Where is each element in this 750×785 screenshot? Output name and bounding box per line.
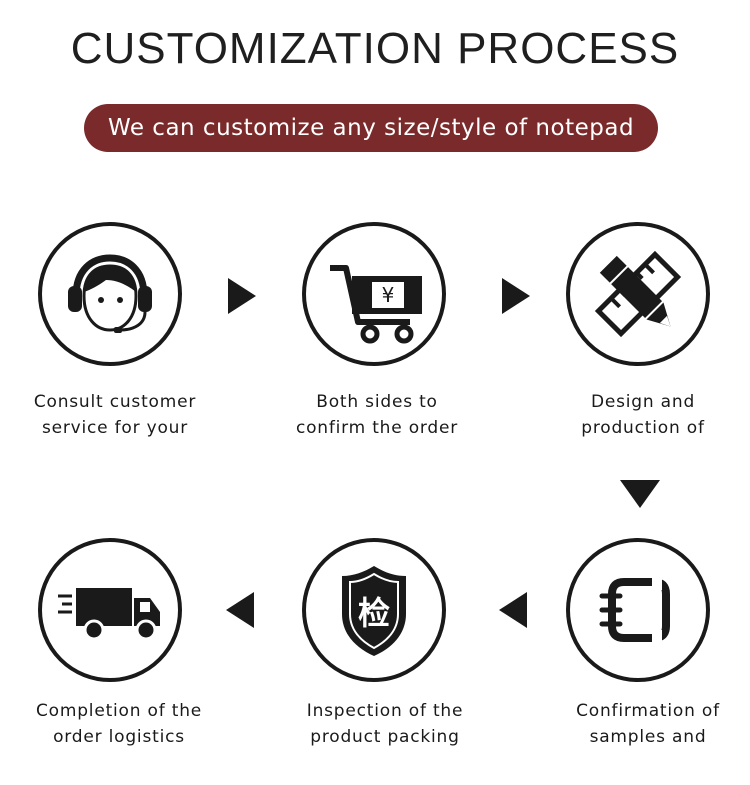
step-3-label: Design and production of: [528, 389, 750, 441]
step-4-line-2: samples and: [589, 727, 707, 747]
inspection-badge-text: 检: [358, 594, 390, 632]
step-5-line-2: product packing: [310, 727, 460, 747]
step-6-label: Completion of the order logistics: [4, 698, 234, 750]
step-4-line-1: Confirmation of: [576, 701, 720, 721]
cart-symbol: ¥: [382, 283, 395, 307]
step-3-line-1: Design and: [590, 392, 696, 412]
step-1-label: Consult customer service for your: [0, 389, 230, 441]
step-1-line-1: Consult customer: [33, 392, 197, 412]
step-2-circle: ¥: [302, 222, 446, 366]
subtitle-banner: We can customize any size/style of notep…: [84, 104, 658, 152]
delivery-truck-icon: [58, 588, 160, 641]
step-5-label: Inspection of the product packing: [270, 698, 500, 750]
step-1-circle: [38, 222, 182, 366]
arrow-down-icon: [620, 480, 660, 508]
step-5-circle: 检: [302, 538, 446, 682]
headset-agent-icon: [68, 254, 152, 333]
step-4-circle: [566, 538, 710, 682]
step-6-line-2: order logistics: [53, 727, 185, 747]
arrow-right-icon: [502, 278, 530, 314]
step-6-line-1: Completion of the: [35, 701, 203, 721]
ruler-pencil-icon: [594, 250, 682, 338]
notebook-icon: [599, 576, 670, 644]
shopping-cart-icon: ¥: [330, 265, 422, 344]
step-2-line-1: Both sides to: [316, 392, 438, 412]
arrow-left-icon: [499, 592, 527, 628]
step-1-line-2: service for your: [41, 418, 189, 438]
step-5-line-1: Inspection of the: [306, 701, 464, 721]
page-title: CUSTOMIZATION PROCESS: [70, 24, 680, 73]
step-6-circle: [38, 538, 182, 682]
step-3-circle: [566, 222, 710, 366]
arrow-left-icon: [226, 592, 254, 628]
step-4-label: Confirmation of samples and: [533, 698, 750, 750]
step-2-line-2: confirm the order: [295, 418, 459, 438]
inspection-shield-icon: 检: [342, 566, 406, 656]
step-2-label: Both sides to confirm the order: [262, 389, 492, 441]
step-3-line-2: production of: [581, 418, 705, 438]
arrow-right-icon: [228, 278, 256, 314]
